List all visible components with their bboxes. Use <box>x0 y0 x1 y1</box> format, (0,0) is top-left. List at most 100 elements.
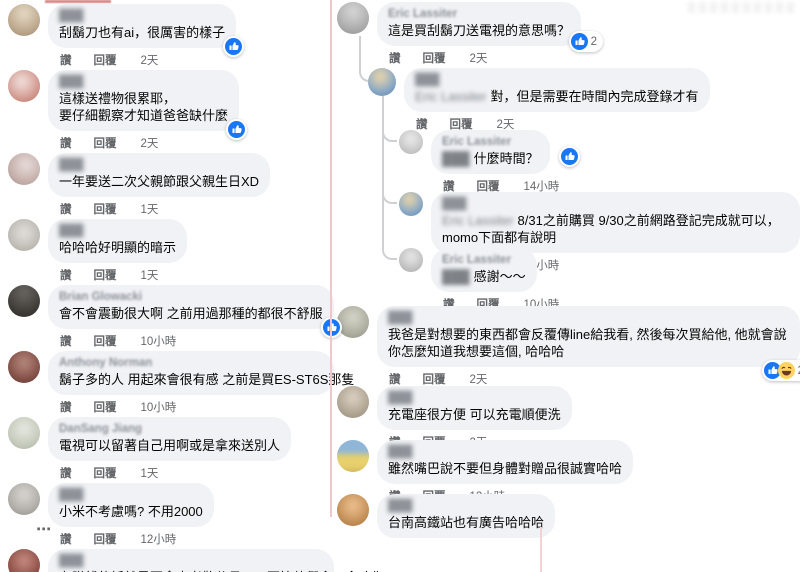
avatar[interactable] <box>8 219 40 251</box>
commenter-name[interactable]: Eric Lassiter <box>388 8 458 20</box>
comment-timestamp[interactable]: 1天 <box>140 203 159 216</box>
avatar[interactable] <box>337 440 369 472</box>
commenter-name[interactable]: ███ <box>59 76 84 88</box>
avatar[interactable] <box>8 351 40 383</box>
like-button[interactable]: 讚 <box>60 401 72 414</box>
comment-timestamp[interactable]: 14小時 <box>523 180 560 193</box>
comment-actions: 讚 回覆 10小時 <box>60 332 334 349</box>
mention-tag[interactable]: ███ <box>442 151 470 166</box>
comment-text: 台南高鐵站也有廣告哈哈哈 <box>388 515 545 530</box>
comment-timestamp[interactable]: 1天 <box>140 269 159 282</box>
avatar[interactable] <box>8 153 40 185</box>
reply-button[interactable]: 回覆 <box>93 335 117 348</box>
avatar[interactable] <box>8 70 40 102</box>
avatar[interactable] <box>399 130 423 154</box>
commenter-name[interactable]: ███ <box>442 198 467 210</box>
avatar[interactable] <box>8 417 40 449</box>
commenter-name[interactable]: Brian Glowacki <box>59 291 143 303</box>
comment-actions: 讚 回覆 2天 <box>389 370 800 387</box>
reply-button[interactable]: 回覆 <box>93 54 117 67</box>
comment-timestamp[interactable]: 12小時 <box>140 533 177 546</box>
avatar[interactable] <box>8 549 40 572</box>
comment-timestamp[interactable]: 10小時 <box>140 401 177 414</box>
reaction-badge[interactable] <box>223 36 245 57</box>
commenter-name[interactable]: ███ <box>59 555 84 567</box>
comment-timestamp[interactable]: 2天 <box>496 118 515 131</box>
reply-button[interactable]: 回覆 <box>476 180 500 193</box>
reply-button[interactable]: 回覆 <box>422 52 446 65</box>
reply-button[interactable]: 回覆 <box>93 203 117 216</box>
like-button[interactable]: 讚 <box>60 203 72 216</box>
reaction-badge[interactable]: 2 <box>761 360 800 381</box>
comment-body: Brian Glowacki 會不會震動很大啊 之前用過那種的都很不舒服 讚 回… <box>48 285 342 349</box>
avatar[interactable] <box>337 2 369 34</box>
reaction-badge[interactable] <box>226 119 248 140</box>
comment-text: 電視可以留著自己用啊或是拿來送別人 <box>59 438 281 453</box>
reaction-badge[interactable]: 2 <box>568 31 604 52</box>
avatar-photo <box>337 306 369 338</box>
like-icon <box>570 33 588 50</box>
commenter-name[interactable]: ███ <box>415 74 440 86</box>
commenter-name[interactable]: DanSang Jiang <box>59 423 143 435</box>
avatar[interactable] <box>8 285 40 317</box>
commenter-name[interactable]: ███ <box>59 489 84 501</box>
more-comments-indicator[interactable]: ⋯ <box>36 521 53 538</box>
like-button[interactable]: 讚 <box>443 180 455 193</box>
avatar[interactable] <box>8 4 40 36</box>
comment-timestamp[interactable]: 2天 <box>469 52 488 65</box>
reaction-count: 2 <box>798 365 800 377</box>
commenter-name[interactable]: ███ <box>388 500 413 512</box>
comment-timestamp[interactable]: 2天 <box>140 54 159 67</box>
commenter-name[interactable]: ███ <box>59 10 84 22</box>
like-button[interactable]: 讚 <box>60 269 72 282</box>
like-button[interactable]: 讚 <box>443 298 455 311</box>
mention-tag[interactable]: Eric Lassiter <box>442 213 514 228</box>
like-button[interactable]: 讚 <box>60 533 72 546</box>
avatar[interactable] <box>399 192 423 216</box>
comment-body: ███ 有賺錢的話就是要拿來孝敬父母，不要管他們會不會唸你 讚 回覆 1天 <box>48 549 384 572</box>
like-button[interactable]: 讚 <box>60 467 72 480</box>
comment-row: ███ 雖然嘴巴說不要但身體對贈品很誠實哈哈 讚 回覆 12小時 <box>337 440 800 504</box>
like-button[interactable]: 讚 <box>60 137 72 150</box>
commenter-name[interactable]: Eric Lassiter <box>442 136 512 148</box>
commenter-name[interactable]: Eric Lassiter <box>442 254 512 266</box>
reply-button[interactable]: 回覆 <box>93 269 117 282</box>
mention-tag[interactable]: Eric Lassiter <box>415 89 487 104</box>
commenter-name[interactable]: Anthony Norman <box>59 357 153 369</box>
avatar[interactable] <box>399 248 423 272</box>
avatar[interactable] <box>337 494 369 526</box>
comment-bubble: ███ 小米不考慮嗎? 不用2000 <box>48 483 214 527</box>
commenter-name[interactable]: ███ <box>59 159 84 171</box>
avatar-photo <box>8 351 40 383</box>
reply-button[interactable]: 回覆 <box>93 137 117 150</box>
comment-timestamp[interactable]: 2天 <box>469 373 488 386</box>
commenter-name[interactable]: ███ <box>59 225 84 237</box>
like-button[interactable]: 讚 <box>389 373 401 386</box>
comment-timestamp[interactable]: 10小時 <box>140 335 177 348</box>
like-button[interactable]: 讚 <box>60 335 72 348</box>
commenter-name[interactable]: ███ <box>388 312 413 324</box>
like-button[interactable]: 讚 <box>60 54 72 67</box>
avatar[interactable] <box>337 306 369 338</box>
reaction-badge[interactable] <box>558 146 580 167</box>
reply-button[interactable]: 回覆 <box>93 533 117 546</box>
avatar-photo <box>8 417 40 449</box>
avatar[interactable] <box>8 483 40 515</box>
comment-timestamp[interactable]: 2天 <box>140 137 159 150</box>
like-button[interactable]: 讚 <box>416 118 428 131</box>
like-button[interactable]: 讚 <box>389 52 401 65</box>
commenter-name[interactable]: ███ <box>388 392 413 404</box>
reply-button[interactable]: 回覆 <box>93 401 117 414</box>
reply-button[interactable]: 回覆 <box>93 467 117 480</box>
reply-button[interactable]: 回覆 <box>449 118 473 131</box>
comment-actions: 讚 回覆 1天 <box>60 266 334 283</box>
avatar[interactable] <box>337 386 369 418</box>
mention-tag[interactable]: ███ <box>442 269 470 284</box>
comment-timestamp[interactable]: 1天 <box>140 467 159 480</box>
avatar[interactable] <box>368 68 396 96</box>
commenter-name[interactable]: ███ <box>388 446 413 458</box>
comment-actions: 讚 回覆 2天 <box>389 49 800 66</box>
reply-button[interactable]: 回覆 <box>422 373 446 386</box>
